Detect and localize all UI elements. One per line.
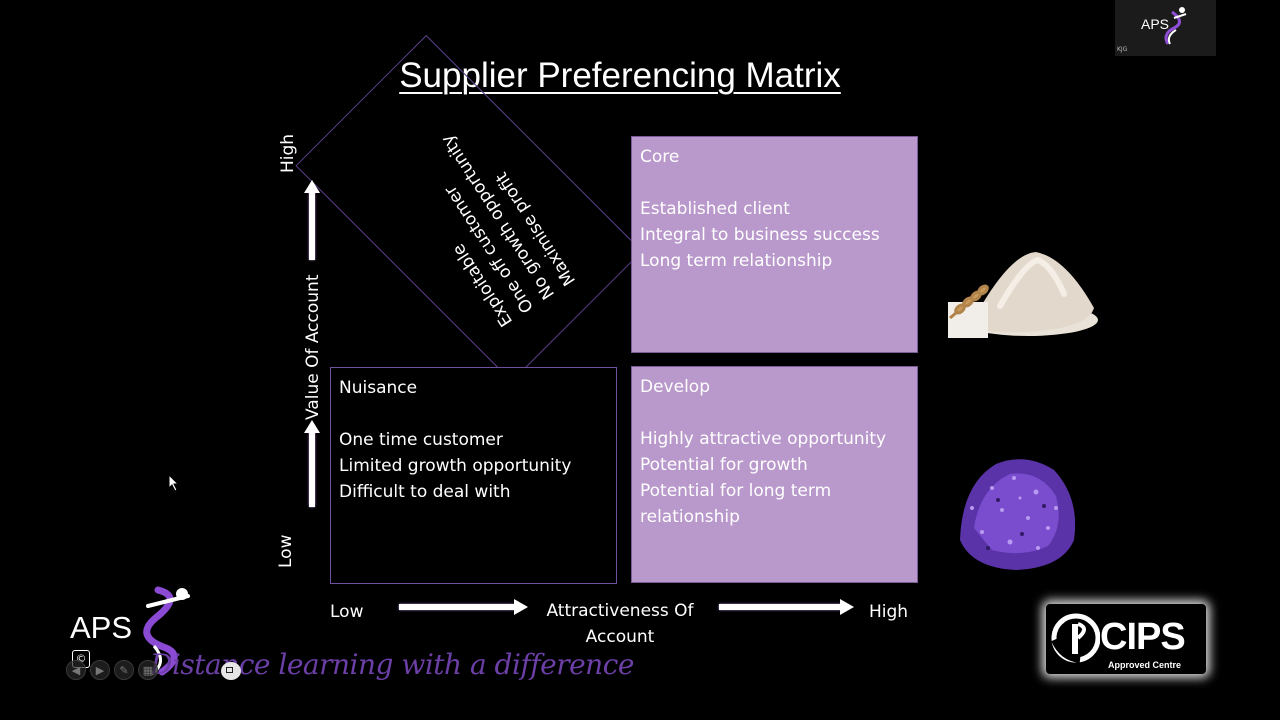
core-line: Long term relationship bbox=[640, 251, 833, 271]
aps-logo-text: APS bbox=[70, 610, 133, 645]
develop-line: Potential for growth bbox=[640, 455, 808, 475]
develop-title: Develop bbox=[640, 377, 710, 397]
develop-line: Highly attractive opportunity bbox=[640, 429, 887, 449]
grid-icon[interactable]: ▦ bbox=[138, 660, 158, 680]
arrow-right-icon bbox=[719, 599, 854, 615]
initials-label: KJG bbox=[1117, 46, 1128, 53]
presentation-controls: ◀ ▶ ✎ ▦ bbox=[66, 660, 158, 682]
develop-line: Potential for long term bbox=[640, 481, 832, 501]
glitter-image bbox=[952, 448, 1084, 574]
aps-swirl-large-icon bbox=[143, 586, 190, 676]
x-axis-title: Attractiveness Of Account bbox=[546, 601, 694, 647]
arrow-right-icon bbox=[399, 599, 528, 615]
core-line: Integral to business success bbox=[640, 225, 880, 245]
cips-subtitle: Approved Centre bbox=[1108, 660, 1182, 670]
page-title: Supplier Preferencing Matrix bbox=[399, 56, 841, 95]
core-line: Established client bbox=[640, 199, 790, 219]
develop-line: relationship bbox=[640, 507, 740, 527]
x-axis-high-label: High bbox=[869, 602, 909, 622]
aps-logo-bottom: APS © bbox=[64, 586, 194, 676]
y-axis-low-label: Low bbox=[276, 534, 296, 568]
core-title: Core bbox=[640, 147, 680, 167]
nuisance-line: Difficult to deal with bbox=[339, 482, 511, 502]
aps-logo-text: APS bbox=[1141, 16, 1170, 32]
aps-logo-top: APS KJG bbox=[1115, 0, 1216, 56]
cips-wordmark: CIPS bbox=[1100, 616, 1186, 658]
flour-image bbox=[948, 246, 1098, 338]
nuisance-quadrant: Nuisance One time customer Limited growt… bbox=[330, 367, 617, 584]
arrow-up-icon bbox=[304, 420, 320, 507]
y-axis-high-label: High bbox=[278, 133, 298, 173]
cips-emblem-icon bbox=[1051, 613, 1100, 663]
arrow-left-icon[interactable]: ◀ bbox=[66, 660, 86, 680]
x-axis-low-label: Low bbox=[330, 602, 364, 622]
develop-quadrant: Develop Highly attractive opportunity Po… bbox=[631, 366, 918, 583]
nuisance-line: Limited growth opportunity bbox=[339, 456, 572, 476]
y-axis-title: Value Of Account bbox=[303, 274, 323, 421]
mouse-cursor-icon bbox=[168, 474, 180, 492]
cips-logo: CIPS Approved Centre bbox=[1046, 604, 1206, 674]
nuisance-line: One time customer bbox=[339, 430, 503, 450]
pen-icon[interactable]: ✎ bbox=[114, 660, 134, 680]
nuisance-title: Nuisance bbox=[339, 378, 418, 398]
aps-swirl-icon bbox=[1164, 7, 1187, 45]
arrow-up-icon bbox=[304, 180, 320, 260]
core-quadrant: Core Established client Integral to busi… bbox=[631, 136, 918, 353]
camera-icon[interactable] bbox=[221, 662, 241, 680]
arrow-right-icon[interactable]: ▶ bbox=[90, 660, 110, 680]
